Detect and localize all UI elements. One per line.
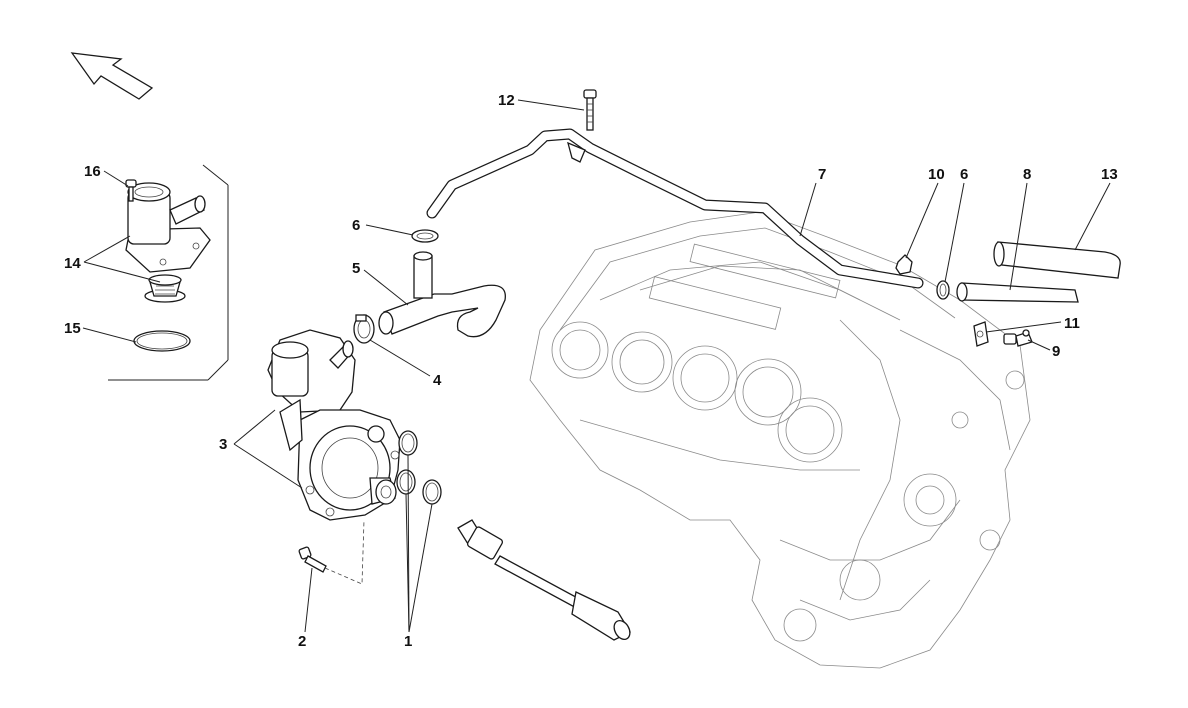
- callout-2: 2: [298, 633, 306, 650]
- callout-10: 10: [928, 166, 945, 183]
- temperature-sensor: [1003, 329, 1033, 347]
- gasket: [973, 321, 989, 347]
- t-hose: [378, 251, 506, 338]
- callout-13: 13: [1101, 166, 1118, 183]
- hose-long: [993, 241, 1121, 279]
- hose-clip: [895, 254, 913, 275]
- hose-clamp: [353, 314, 375, 344]
- callout-11: 11: [1064, 315, 1080, 332]
- hose-clamp-right: [936, 280, 950, 300]
- housing-bolt: [125, 179, 137, 202]
- pump-o-rings: [396, 430, 442, 505]
- hose-clamp-left: [411, 229, 439, 243]
- thermostat-housing-cover: [125, 182, 211, 273]
- callout-6-left: 6: [352, 217, 360, 234]
- callout-5: 5: [352, 260, 360, 277]
- callout-7: 7: [818, 166, 826, 183]
- coolant-pipe: [426, 128, 924, 289]
- o-ring: [133, 330, 191, 352]
- drive-shaft: [457, 519, 631, 641]
- callout-1: 1: [404, 633, 412, 650]
- callout-6-right: 6: [960, 166, 968, 183]
- callout-8: 8: [1023, 166, 1031, 183]
- leader-lines: [82, 99, 1111, 633]
- callout-9: 9: [1052, 343, 1060, 360]
- callout-14: 14: [64, 255, 81, 272]
- callout-16: 16: [84, 163, 101, 180]
- engine-block: [529, 211, 1031, 669]
- thermostat-inset-frame: [108, 164, 229, 381]
- thermostat: [144, 274, 186, 303]
- callout-labels: 12 7 10 6 8 13 11 9 6 5 4 16 14 15 3 2 1: [64, 92, 1118, 650]
- callout-4: 4: [433, 372, 442, 389]
- pump-bolt: [298, 519, 365, 585]
- water-pump-assembly: [267, 329, 401, 521]
- hose-short: [956, 282, 1079, 303]
- bolt: [583, 89, 597, 131]
- callout-15: 15: [64, 320, 81, 337]
- callout-12: 12: [498, 92, 515, 109]
- callout-3: 3: [219, 436, 227, 453]
- direction-arrow-icon: [70, 52, 154, 100]
